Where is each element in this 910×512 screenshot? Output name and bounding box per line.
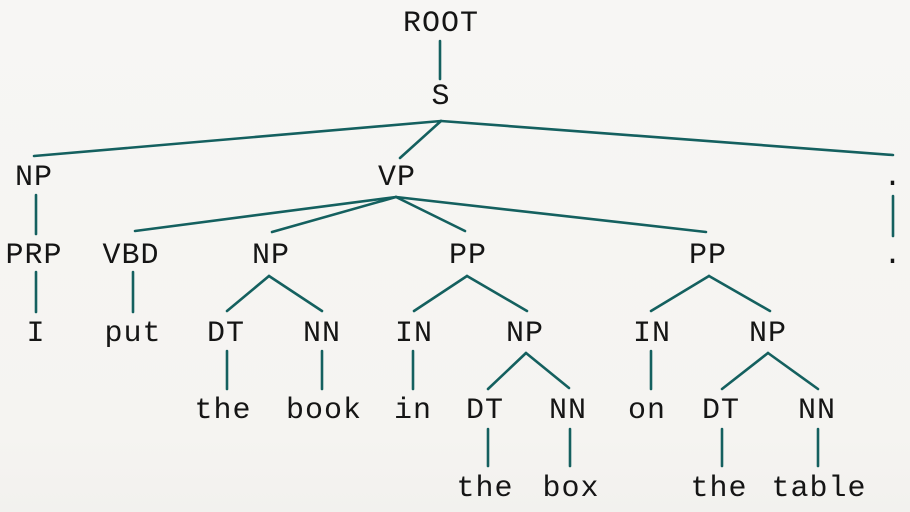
node-in-in-label: IN (395, 317, 433, 351)
node-pp-in-label: PP (449, 239, 487, 273)
word-on-label: on (628, 394, 666, 428)
node-dt-box-label: DT (466, 394, 504, 428)
word-the-box-label: the (456, 472, 513, 506)
edge-pp2-np (707, 274, 772, 313)
word-book-label: book (286, 394, 362, 428)
node-nn-book-label: NN (303, 317, 341, 351)
edge-s-vp (398, 119, 443, 160)
edge-np4-dt3 (720, 351, 770, 391)
word-in-label: in (394, 394, 432, 428)
edge-np3-dt2 (486, 351, 528, 391)
node-np-table-label: NP (749, 317, 787, 351)
edge-s-np (32, 119, 443, 158)
node-np-object-label: NP (252, 239, 290, 273)
word-box-label: box (542, 472, 599, 506)
node-nn-box-label: NN (549, 394, 587, 428)
word-the-book-label: the (194, 394, 251, 428)
node-nn-table-label: NN (798, 394, 836, 428)
node-in-on-label: IN (633, 317, 671, 351)
edge-np-nn1 (267, 274, 324, 313)
node-dt-table-label: DT (702, 394, 740, 428)
edge-np-dt1 (225, 274, 271, 313)
word-table-label: table (771, 472, 866, 506)
edge-vp-np (270, 195, 398, 234)
node-punct-word-label: . (883, 239, 902, 273)
node-s-label: S (431, 80, 450, 114)
node-punct-tag-label: . (883, 161, 902, 195)
node-np-subject-label: NP (15, 161, 53, 195)
edge-vp-pp2 (394, 195, 708, 234)
edge-pp1-in (412, 274, 469, 313)
edge-vp-vbd (133, 195, 398, 233)
node-np-box-label: NP (506, 317, 544, 351)
edge-s-punct (439, 119, 895, 157)
node-vbd-label: VBD (102, 239, 159, 273)
node-vp-label: VP (378, 161, 416, 195)
word-the-table-label: the (690, 472, 747, 506)
edge-pp2-in (649, 274, 711, 313)
edge-vp-pp1 (394, 195, 467, 233)
node-root-label: ROOT (403, 7, 479, 41)
word-put-label: put (104, 317, 161, 351)
word-i-label: I (26, 317, 45, 351)
node-dt-book-label: DT (207, 317, 245, 351)
node-prp-label: PRP (5, 239, 62, 273)
node-pp-on-label: PP (689, 239, 727, 273)
edge-np4-nn3 (766, 351, 820, 391)
edge-pp1-np (465, 274, 529, 313)
edge-np3-nn2 (524, 351, 571, 390)
